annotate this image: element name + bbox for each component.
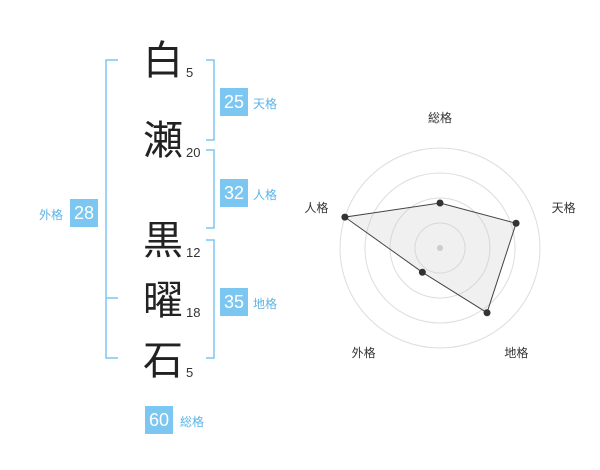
radar-ring xyxy=(364,172,516,324)
chikaku-label: 地格 xyxy=(253,297,278,311)
stroke-count-1: 5 xyxy=(186,65,194,80)
radar-axis-label: 総格 xyxy=(428,110,452,125)
radar-point xyxy=(483,309,491,317)
soukaku-value: 60 xyxy=(145,406,174,434)
jinkaku-label: 人格 xyxy=(253,188,278,202)
name-char-2: 瀬 xyxy=(143,118,183,164)
tenkaku-bracket xyxy=(206,59,215,141)
stroke-count-4: 18 xyxy=(186,305,201,320)
radar-ring xyxy=(414,222,466,274)
radar-axis-label: 人格 xyxy=(304,200,328,215)
name-char-3: 黒 xyxy=(143,218,183,264)
tenkaku-label: 天格 xyxy=(253,97,278,111)
name-char-1: 白 xyxy=(143,38,183,84)
radar-axis-label: 天格 xyxy=(552,200,576,215)
radar-point xyxy=(512,219,520,227)
radar-point xyxy=(341,213,349,221)
soukaku-label: 総格 xyxy=(180,415,205,429)
jinkaku-value: 32 xyxy=(220,179,249,207)
gaikaku-value: 28 xyxy=(70,199,99,227)
tenkaku-value: 25 xyxy=(220,88,249,116)
radar-ring xyxy=(339,147,541,349)
chikaku-value: 35 xyxy=(220,288,249,316)
jinkaku-bracket xyxy=(206,149,215,229)
radar-axis-label: 地格 xyxy=(504,345,528,360)
stroke-count-5: 5 xyxy=(186,365,194,380)
radar-axis-label: 外格 xyxy=(352,345,376,360)
radar-point xyxy=(418,268,426,276)
radar-ring xyxy=(389,197,491,299)
chikaku-bracket xyxy=(206,239,215,359)
name-char-4: 曜 xyxy=(143,278,183,324)
stroke-count-2: 20 xyxy=(186,145,201,160)
radar-center-dot xyxy=(437,245,443,251)
radar-area xyxy=(343,202,517,314)
name-char-5: 石 xyxy=(143,338,183,384)
gaikaku-bracket xyxy=(105,59,118,359)
stroke-count-3: 12 xyxy=(186,245,201,260)
radar-point xyxy=(436,199,444,207)
gaikaku-label: 外格 xyxy=(39,208,64,222)
